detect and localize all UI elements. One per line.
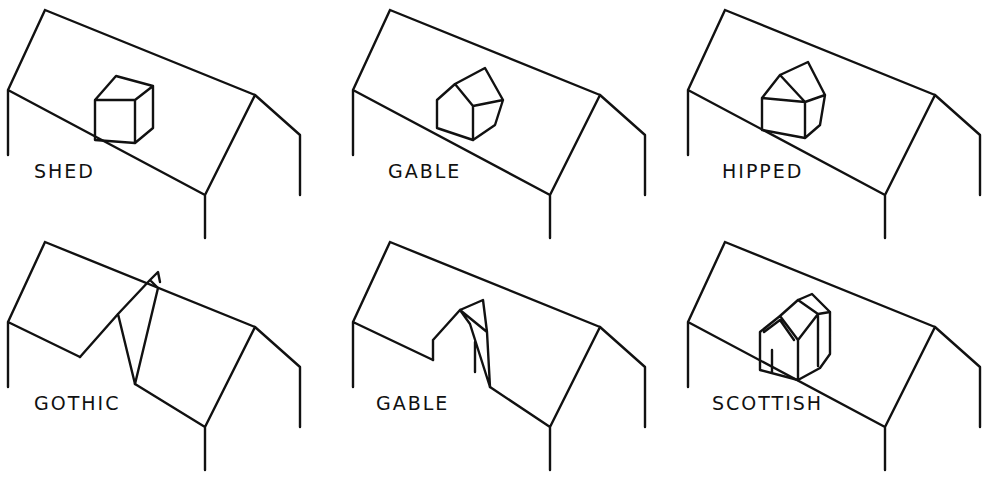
dormer-label: GOTHIC [34, 392, 120, 414]
dormer-label: SCOTTISH [712, 392, 823, 414]
dormer [760, 294, 830, 380]
dormer [437, 68, 503, 140]
gothic-sketch [8, 242, 300, 470]
scottish-sketch [688, 242, 980, 470]
dormer-label: SHED [34, 160, 95, 182]
roof [688, 10, 980, 238]
gable-eave-sketch [353, 242, 645, 470]
dormer [95, 76, 153, 143]
dormer [433, 300, 490, 387]
dormer [762, 62, 825, 138]
shed-sketch [8, 10, 300, 238]
hipped-sketch [688, 10, 980, 238]
roof [688, 242, 980, 470]
dormer-label: HIPPED [722, 160, 803, 182]
roof [8, 242, 300, 470]
roof [8, 10, 300, 238]
gable-sketch [353, 10, 645, 238]
dormer-label: GABLE [388, 160, 461, 182]
roof [353, 10, 645, 238]
dormer-label: GABLE [376, 392, 449, 414]
dormer [80, 272, 160, 384]
roof [353, 242, 645, 470]
